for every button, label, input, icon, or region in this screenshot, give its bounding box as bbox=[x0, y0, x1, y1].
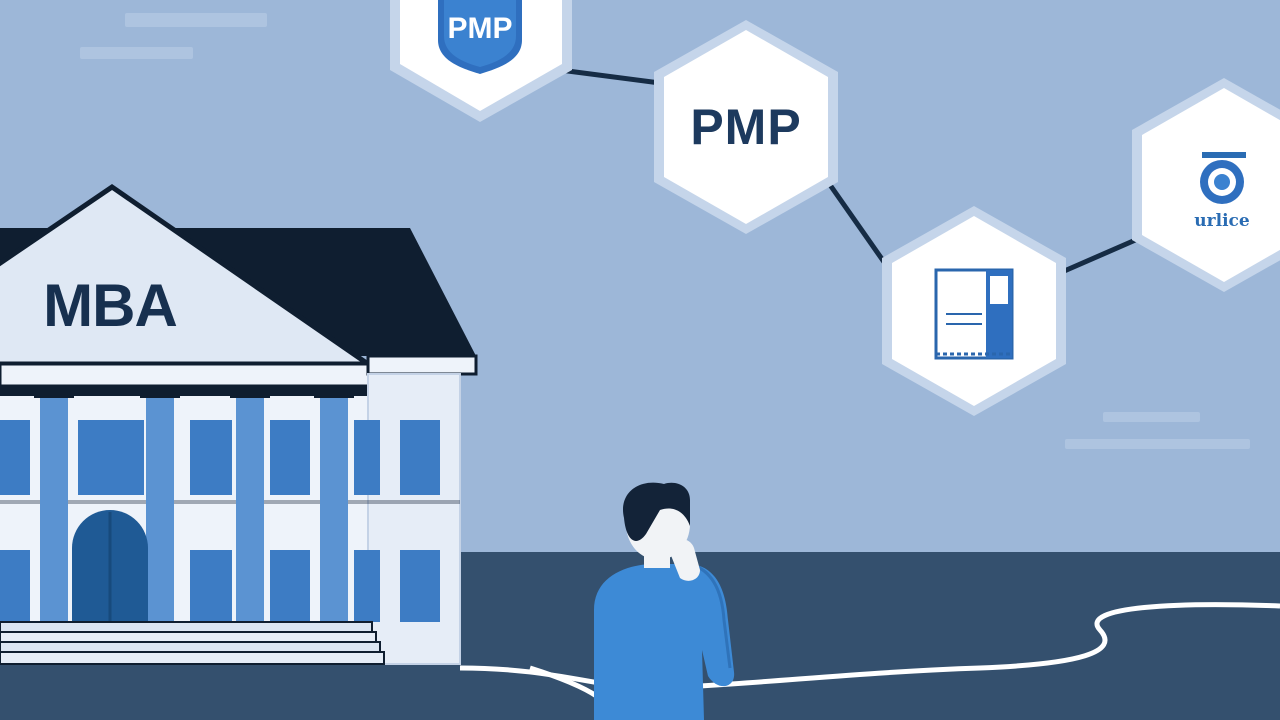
person-hair bbox=[623, 482, 690, 541]
person-torso bbox=[594, 564, 735, 720]
mba-building: MBA bbox=[0, 183, 478, 665]
hexagon-graduation: urlice bbox=[1132, 78, 1280, 292]
sky-streaks bbox=[80, 13, 1250, 449]
building-steps bbox=[0, 621, 385, 665]
thinking-person bbox=[594, 482, 735, 720]
person-hand bbox=[668, 539, 700, 581]
certificate-document-icon bbox=[934, 268, 1014, 360]
hex-2-label: PMP bbox=[690, 99, 801, 155]
connector-lines bbox=[559, 67, 1141, 275]
building-windows bbox=[0, 420, 440, 622]
hexagon-pmp: PMP bbox=[654, 20, 838, 234]
hex-1-label: PMP bbox=[447, 12, 512, 45]
hexagon-certificate bbox=[882, 206, 1066, 416]
mba-label: MBA bbox=[43, 272, 177, 339]
hex-4-label: urlice bbox=[1194, 211, 1250, 231]
hexagon-pmp-badge: PMP bbox=[390, 0, 572, 122]
graduation-badge-icon: urlice bbox=[1194, 152, 1250, 231]
pmp-shield-icon: PMP bbox=[438, 0, 522, 74]
building-columns bbox=[34, 390, 354, 624]
